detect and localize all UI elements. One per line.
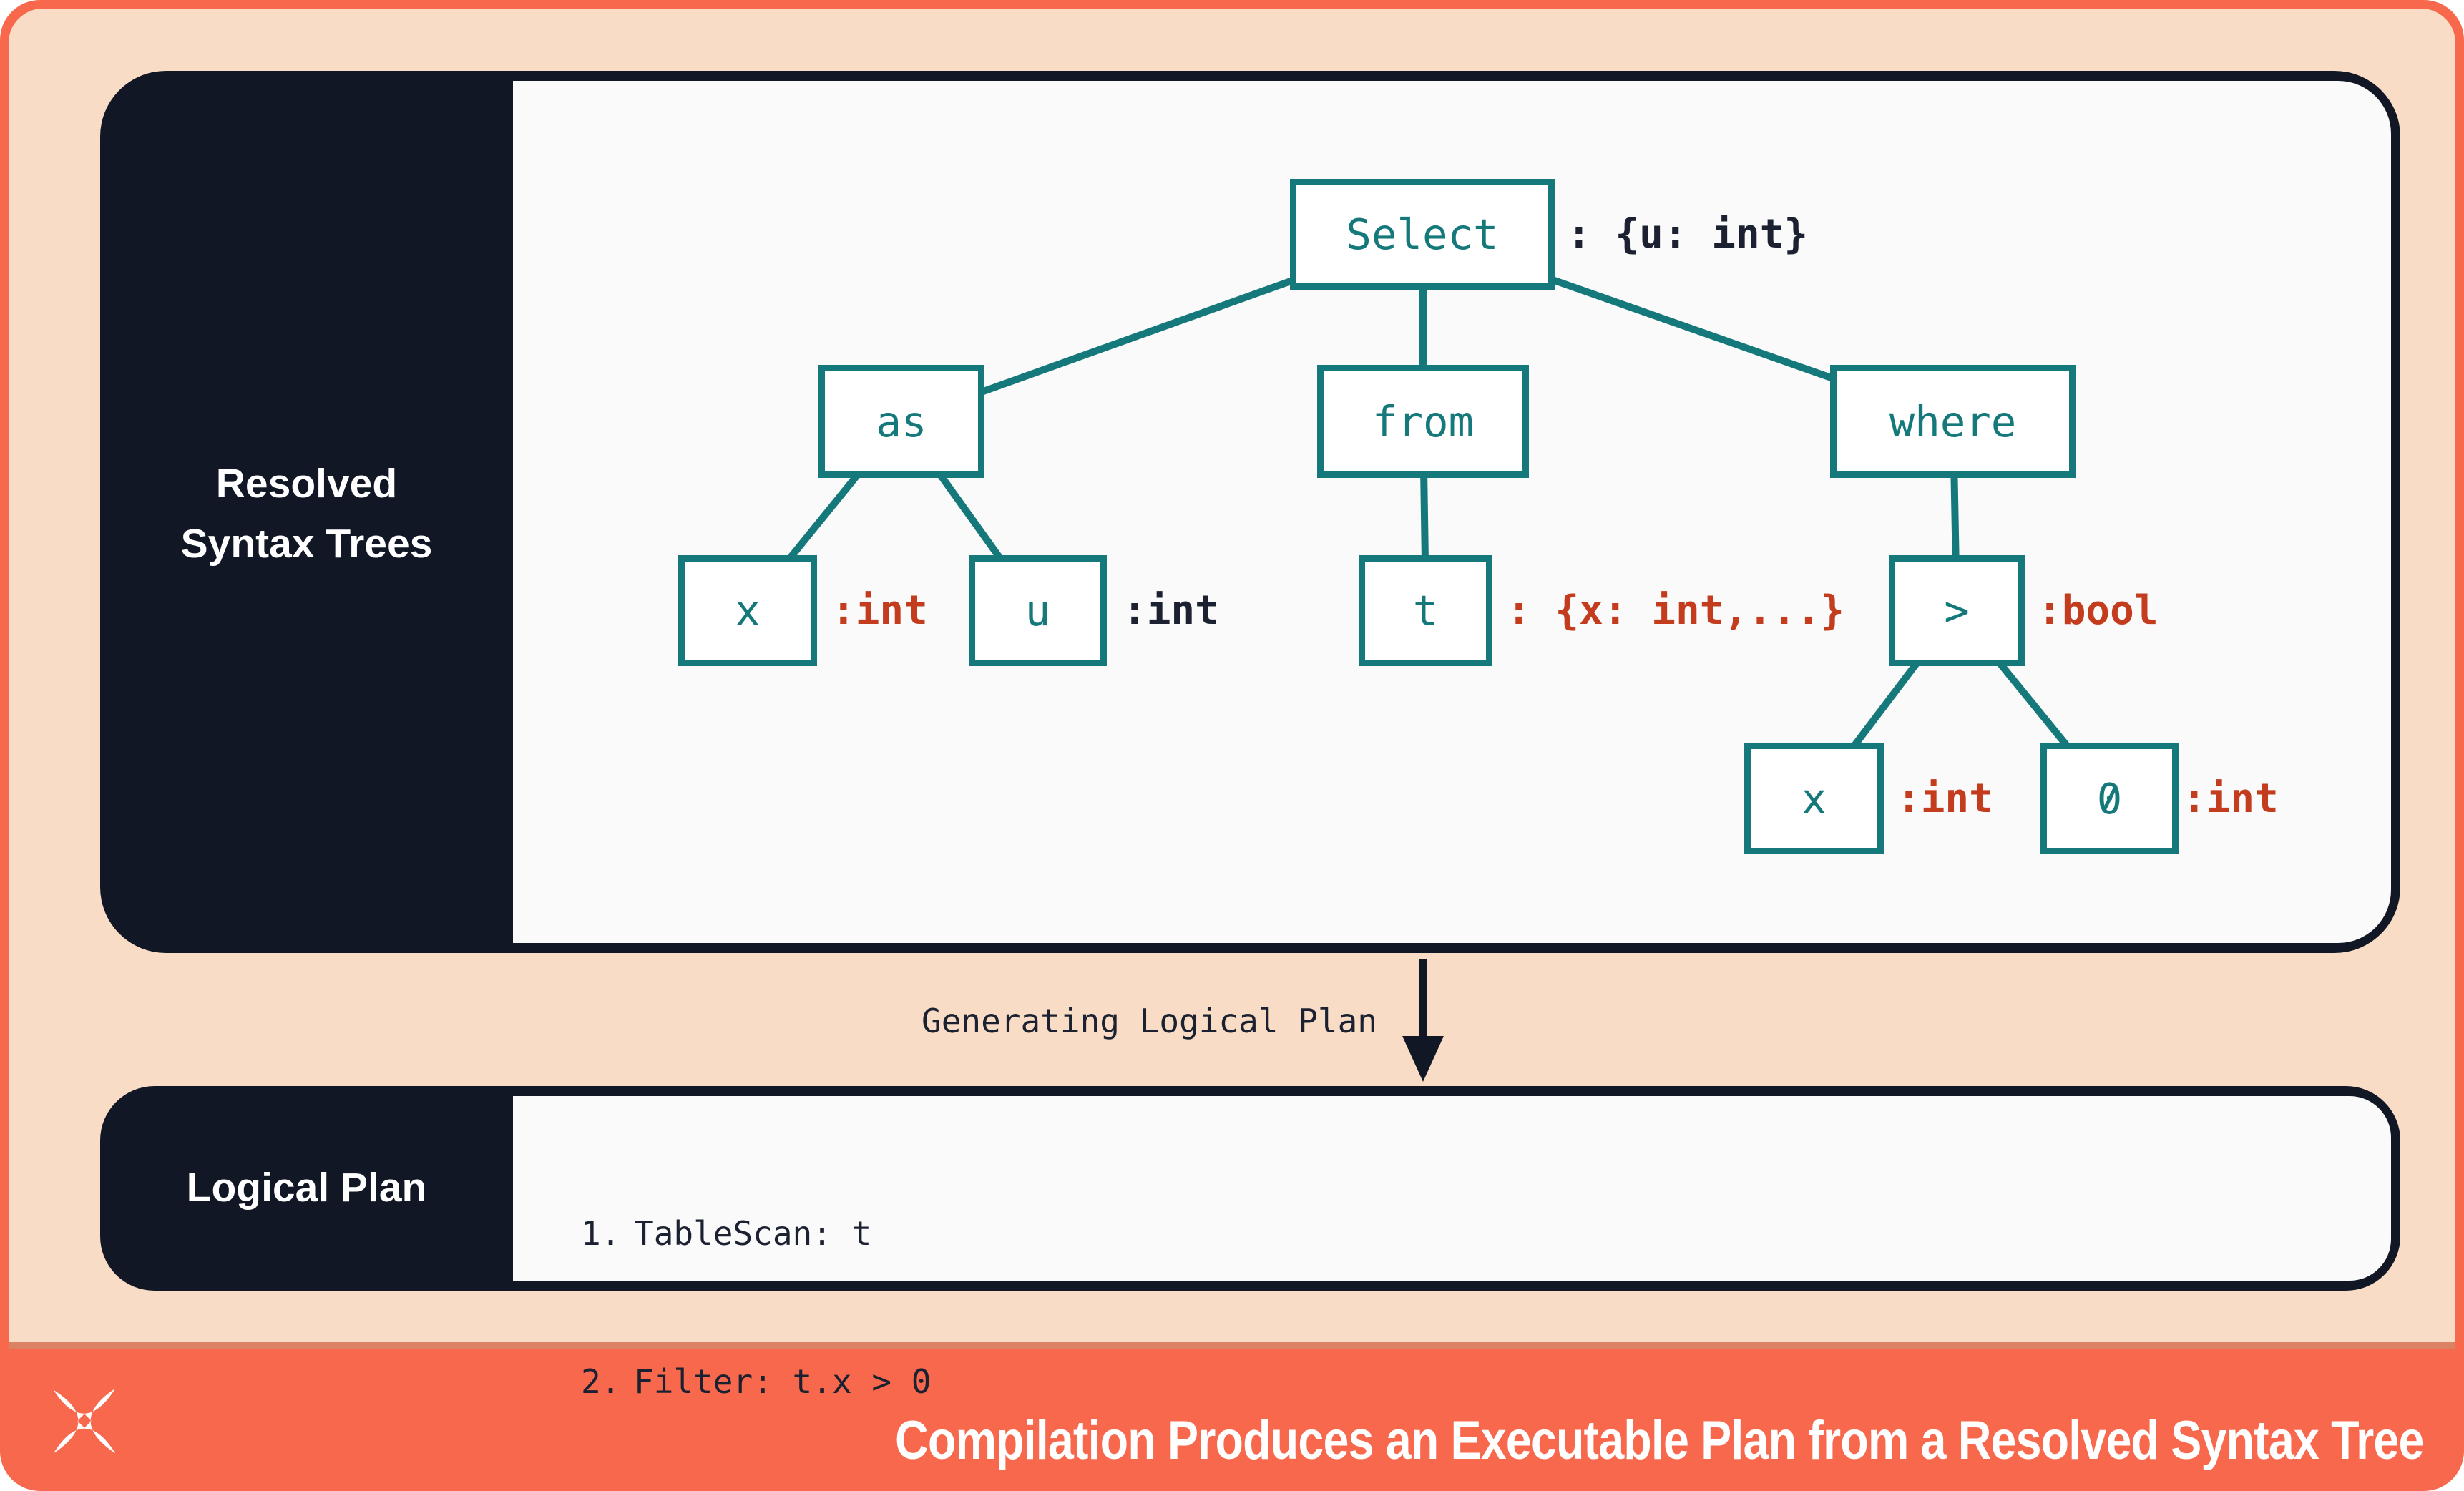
plan-step-2-number: 2. [581,1362,621,1401]
plan-step-1-text: TableScan: t [634,1214,872,1253]
tree-node-where: where [1830,365,2076,478]
tree-node-zero: 0 [2040,743,2179,854]
type-annotation-t: : {x: int,...} [1507,587,1845,634]
tree-node-as-label: as [876,396,927,446]
type-annotation-zero: :int [2182,775,2279,822]
resolved-title-line2: Syntax Trees [180,521,433,567]
tree-node-t: t [1359,555,1492,666]
plan-step-2-text: Filter: t.x > 0 [634,1362,932,1401]
type-annotation-x-as: :int [831,587,928,634]
type-annotation-select: : {u: int} [1567,211,1809,258]
tree-node-select: Select [1290,179,1555,290]
logical-plan-canvas [513,1096,2391,1281]
logical-plan-steps: 1. TableScan: t 2. Filter: t.x > 0 3. Pr… [581,1110,1030,1491]
logical-plan-panel: Logical Plan [100,1086,2400,1291]
plan-step-2: 2. Filter: t.x > 0 [581,1357,1030,1407]
tree-node-where-label: where [1889,396,2017,446]
tree-node-x-where: x [1744,743,1884,854]
tree-node-x-where-label: x [1801,773,1827,823]
tree-node-u: u [969,555,1107,666]
footer-bar: Compilation Produces an Executable Plan … [0,1349,2464,1491]
tree-node-x-as: x [678,555,817,666]
footer-title: Compilation Produces an Executable Plan … [895,1410,2424,1471]
tree-node-greater-than: > [1889,555,2025,666]
logical-plan-title: Logical Plan [186,1165,427,1211]
resolved-syntax-trees-title: Resolved Syntax Trees [100,454,513,574]
tree-node-from: from [1317,365,1529,478]
type-annotation-u: :int [1123,587,1219,634]
plan-step-1: 1. TableScan: t [581,1209,1030,1258]
tree-node-greater-than-label: > [1944,586,1970,635]
resolved-title-line1: Resolved [215,461,398,507]
transition-label: Generating Logical Plan [921,1002,1377,1040]
plan-step-1-number: 1. [581,1214,621,1253]
resolved-syntax-trees-panel: Resolved Syntax Trees [100,71,2400,953]
tree-node-u-label: u [1025,586,1051,635]
type-annotation-x-where: :int [1897,775,1993,822]
tree-node-t-label: t [1412,586,1439,635]
tree-node-select-label: Select [1346,210,1499,259]
tree-node-from-label: from [1372,396,1475,446]
type-annotation-greater-than: :bool [2038,587,2159,634]
zero-glyph: 0 [2097,774,2123,823]
tree-node-x-as-label: x [735,586,761,635]
x-pinwheel-logo-icon [53,1388,116,1454]
tree-node-as: as [818,365,984,478]
